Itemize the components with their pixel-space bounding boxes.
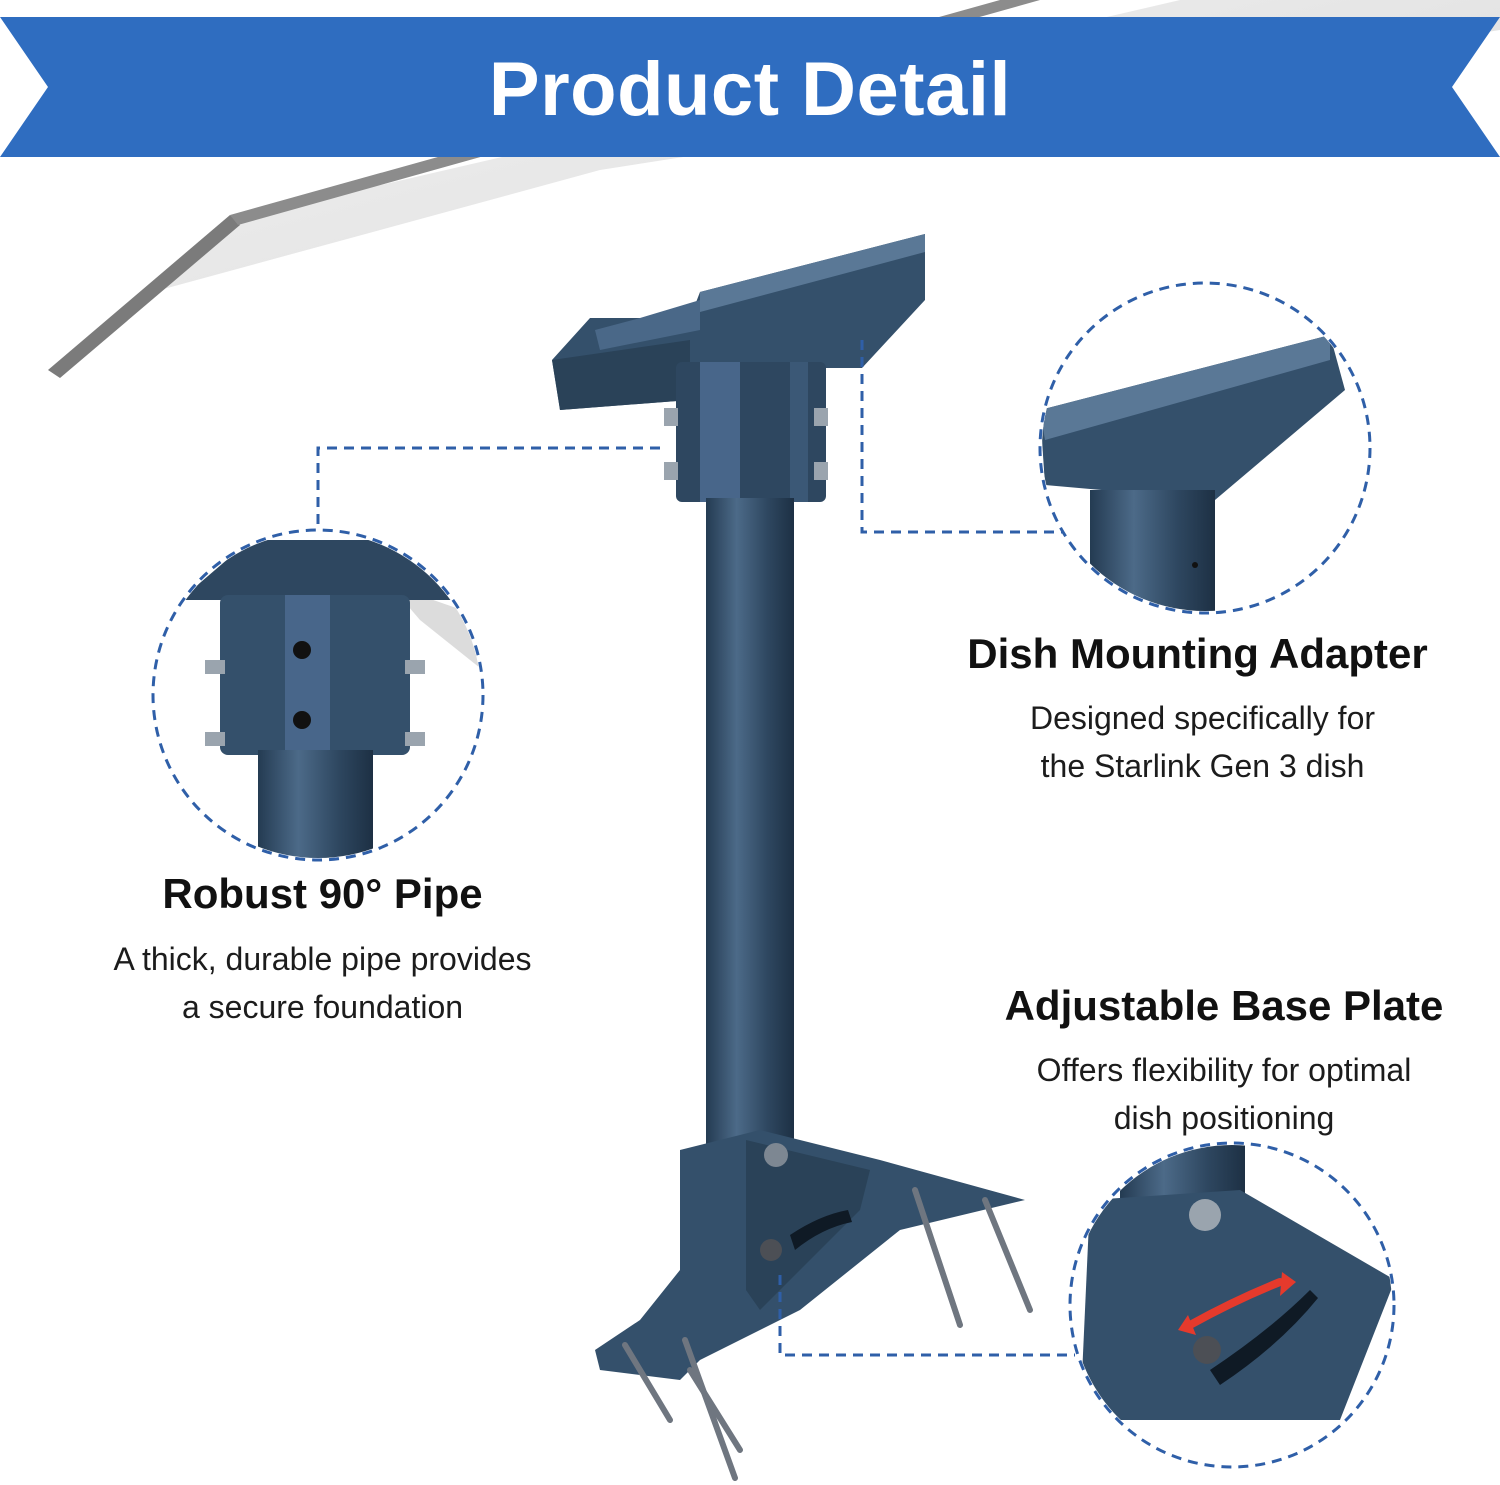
feature-desc-pipe: A thick, durable pipe provides a secure … [60,935,585,1031]
feature-desc-adapter: Designed specifically for the Starlink G… [935,694,1470,790]
feature-title-adapter: Dish Mounting Adapter [967,630,1428,677]
feature-title-pipe: Robust 90° Pipe [162,870,483,917]
mount [552,234,1033,1481]
banner-ribbon [0,17,1500,157]
feature-desc-base: Offers flexibility for optimal dish posi… [968,1046,1480,1142]
callout-connectors [316,340,1075,1357]
feature-desc-line: Offers flexibility for optimal [1036,1052,1412,1088]
zoom-circle-pipe [151,528,485,862]
feature-desc-line: Designed specifically for [1029,700,1376,736]
feature-desc-line: A thick, durable pipe provides [113,941,532,977]
title-banner [0,17,1500,157]
feature-desc-line: the Starlink Gen 3 dish [1040,748,1365,784]
zoom-circle-adapter [1038,281,1372,615]
feature-desc-line: a secure foundation [181,989,464,1025]
page-title: Product Detail [488,47,1012,132]
feature-title-base: Adjustable Base Plate [1004,982,1444,1029]
feature-desc-line: dish positioning [1113,1100,1335,1136]
zoom-circle-base [1068,1141,1396,1469]
